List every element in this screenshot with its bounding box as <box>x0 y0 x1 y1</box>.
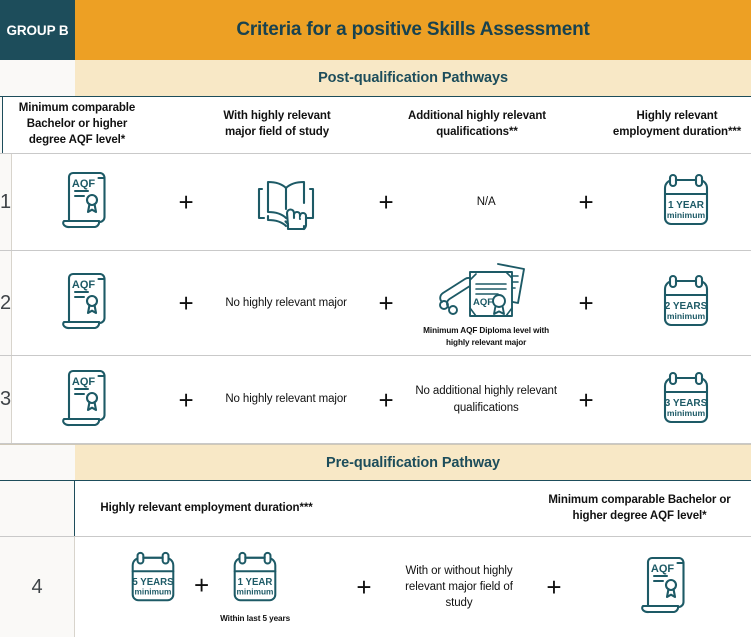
calendar-line-1: 1 YEAR <box>238 577 273 588</box>
operator-plus: + <box>193 569 210 600</box>
operator-plus: + <box>578 384 594 415</box>
operator-plus: + <box>546 572 562 602</box>
column-header-employment-duration: Highly relevant employment duration*** <box>612 110 742 138</box>
calendar-unit-first: 5 YEARS minimum <box>123 550 183 608</box>
svg-text:AQF: AQF <box>473 297 493 308</box>
icon-caption: Minimum AQF Diploma level with highly re… <box>423 326 550 347</box>
group-badge: GROUP B <box>0 0 75 60</box>
row-number: 4 <box>0 537 75 637</box>
calendar-unit-second: 1 YEAR minimum Within last 5 years <box>220 550 290 624</box>
cell-major-field-pre: With or without highly relevant major fi… <box>390 563 528 612</box>
calendar-line-1: 5 YEARS <box>132 577 174 588</box>
cell-employment-duration: 1 YEAR minimum <box>612 172 751 232</box>
page-title: Criteria for a positive Skills Assessmen… <box>75 0 751 60</box>
cell-additional-qualifications: AQF Minimum AQF Diploma level with highl… <box>412 258 560 347</box>
table-row: 4 <box>0 537 751 637</box>
calendar-icon: 1 YEAR minimum <box>225 550 285 608</box>
cell-additional-qualifications: No additional highly relevant qualificat… <box>412 383 560 416</box>
calendar-line-1: 2 YEARS <box>665 301 708 312</box>
row-number-header-cell <box>0 481 75 536</box>
calendar-line-2: minimum <box>237 586 274 596</box>
cell-value: With or without highly relevant major fi… <box>405 564 513 610</box>
cell-aqf-degree: AQF <box>12 272 160 334</box>
row-number: 1 <box>0 154 13 250</box>
operator-plus: + <box>178 288 194 318</box>
calendar-icon: 3 YEARS minimum <box>655 370 717 430</box>
row-number: 3 <box>0 356 13 443</box>
operator-plus: + <box>578 187 594 217</box>
cell-aqf-degree: AQF <box>12 171 160 233</box>
cell-aqf-degree: AQF <box>12 369 160 431</box>
operator-plus: + <box>378 288 394 318</box>
svg-text:AQF: AQF <box>72 178 96 190</box>
cell-value: No highly relevant major <box>225 296 347 309</box>
cell-value: N/A <box>476 195 496 208</box>
cell-employment-duration: 2 YEARS minimum <box>612 273 751 333</box>
row-number: 2 <box>0 251 13 355</box>
calendar-icon: 5 YEARS minimum <box>123 550 183 608</box>
section-band-post-qualification: Post-qualification Pathways <box>0 60 751 96</box>
cell-value: No additional highly relevant qualificat… <box>415 385 557 414</box>
icon-caption: Within last 5 years <box>220 613 291 623</box>
operator-plus: + <box>178 187 194 217</box>
cell-aqf-degree-pre: AQF <box>580 556 750 618</box>
cell-employment-duration-pair: 5 YEARS minimum + <box>75 550 338 624</box>
cell-major-field: No highly relevant major <box>212 295 360 311</box>
cell-major-field <box>212 171 360 233</box>
table-row: 3 AQF <box>0 356 751 444</box>
operator-plus: + <box>378 187 394 217</box>
aqf-scroll-icon: AQF <box>59 369 113 431</box>
post-column-header-row: Minimum comparable Bachelor or higher de… <box>0 96 751 154</box>
svg-text:AQF: AQF <box>651 563 675 575</box>
svg-text:AQF: AQF <box>72 376 96 388</box>
section-band-pre-qualification: Pre-qualification Pathway <box>0 444 751 480</box>
table-row: 2 AQF <box>0 251 751 356</box>
band-spacer-left <box>0 445 75 480</box>
column-header-aqf-level-pre: Minimum comparable Bachelor or higher de… <box>548 493 731 522</box>
calendar-line-2: minimum <box>667 408 706 418</box>
cell-additional-qualifications: N/A <box>412 194 560 210</box>
calendar-line-2: minimum <box>134 586 171 596</box>
diploma-certificates-icon: AQF <box>436 258 536 320</box>
operator-plus: + <box>578 288 594 318</box>
cell-employment-duration: 3 YEARS minimum <box>612 370 751 430</box>
section-label-pre-qualification: Pre-qualification Pathway <box>75 445 751 480</box>
section-label-post-qualification: Post-qualification Pathways <box>75 60 751 96</box>
operator-plus: + <box>356 572 372 602</box>
column-header-aqf-level: Minimum comparable Bachelor or higher de… <box>18 102 136 146</box>
aqf-scroll-icon: AQF <box>638 556 692 618</box>
operator-plus: + <box>378 384 394 415</box>
svg-text:AQF: AQF <box>72 279 96 291</box>
column-header-employment-duration-pre: Highly relevant employment duration*** <box>100 501 313 514</box>
cell-major-field: No highly relevant major <box>212 391 360 407</box>
calendar-icon: 1 YEAR minimum <box>655 172 717 232</box>
title-bar: GROUP B Criteria for a positive Skills A… <box>0 0 751 60</box>
aqf-scroll-icon: AQF <box>59 171 113 233</box>
aqf-scroll-icon: AQF <box>59 272 113 334</box>
pre-column-header-row: Highly relevant employment duration*** M… <box>0 480 751 537</box>
calendar-icon: 2 YEARS minimum <box>655 273 717 333</box>
column-header-additional-qualifications: Additional highly relevant qualification… <box>408 110 546 138</box>
table-row: 1 AQF <box>0 154 751 251</box>
row-number-header-cell <box>0 97 3 153</box>
operator-plus: + <box>178 384 194 415</box>
calendar-line-2: minimum <box>667 311 706 321</box>
band-spacer-left <box>0 60 75 96</box>
open-book-hand-icon <box>255 171 317 233</box>
column-header-major-field: With highly relevant major field of stud… <box>223 110 331 138</box>
calendar-line-1: 3 YEARS <box>665 398 708 409</box>
calendar-line-2: minimum <box>667 210 706 220</box>
calendar-line-1: 1 YEAR <box>668 200 705 211</box>
cell-value: No highly relevant major <box>225 393 347 406</box>
